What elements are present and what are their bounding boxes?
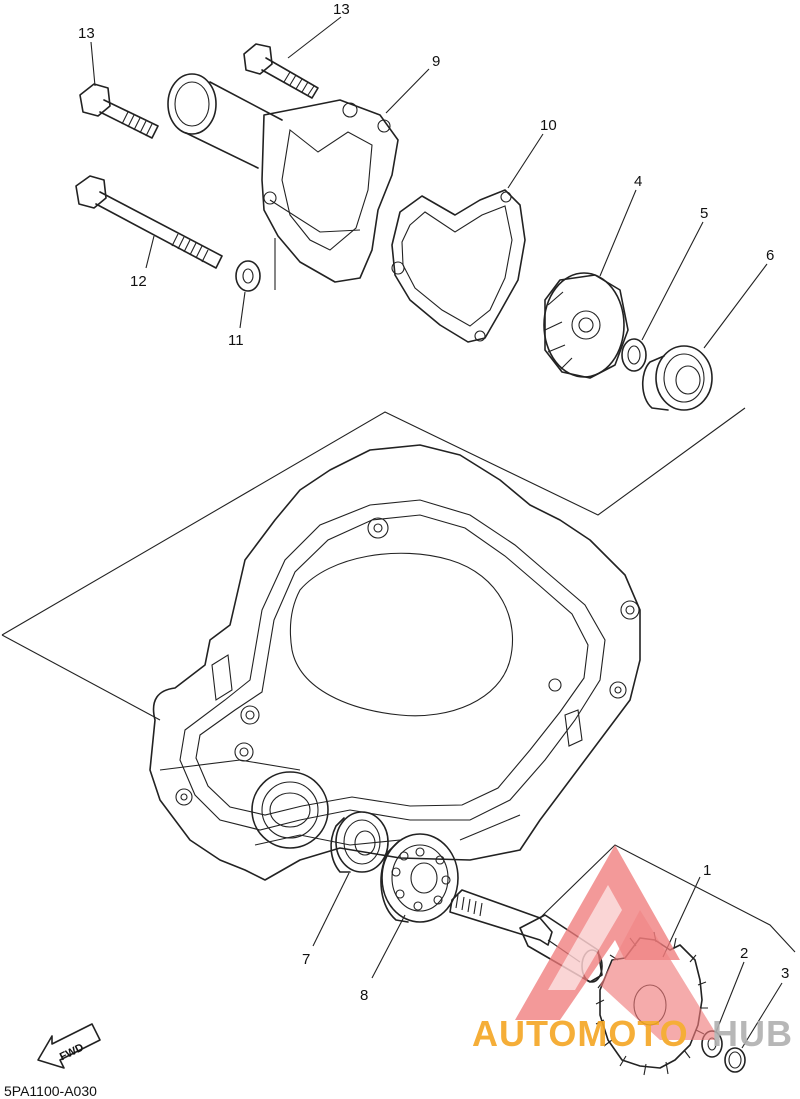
watermark: AUTOMOTO HUB — [472, 845, 793, 1054]
callout-13-left: 13 — [78, 25, 95, 42]
washer-11 — [235, 260, 261, 292]
bolt-12 — [75, 175, 223, 269]
callout-13-upper: 13 — [333, 1, 350, 18]
crankcase — [1, 407, 746, 881]
callout-5: 5 — [700, 205, 708, 222]
fwd-arrow-icon: FWD — [37, 1023, 101, 1069]
callout-6: 6 — [766, 247, 774, 264]
pump-cover-9 — [167, 73, 399, 290]
callout-8: 8 — [360, 987, 368, 1004]
callout-4: 4 — [634, 173, 642, 190]
callout-2: 2 — [740, 945, 748, 962]
callouts: 1 2 3 4 5 6 7 8 9 10 11 12 13 13 — [78, 1, 789, 1004]
callout-12: 12 — [130, 273, 147, 290]
watermark-logo-icon — [515, 845, 720, 1040]
bolt-13-upper — [243, 43, 319, 99]
oil-seal-7 — [330, 811, 389, 873]
leader-lines — [90, 16, 783, 1049]
gasket-10 — [391, 189, 526, 343]
callout-1: 1 — [703, 862, 711, 879]
diagram-code: 5PA1100-A030 — [4, 1083, 97, 1099]
watermark-text-hub: HUB — [712, 1013, 793, 1054]
callout-10: 10 — [540, 117, 557, 134]
circlip-3 — [724, 1047, 746, 1073]
fwd-label: FWD — [58, 1042, 86, 1064]
bolt-13-left — [79, 83, 159, 139]
washer-5 — [621, 338, 647, 372]
bearing-8 — [380, 833, 459, 923]
callout-9: 9 — [432, 53, 440, 70]
oil-seal-6 — [641, 345, 713, 411]
callout-3: 3 — [781, 965, 789, 982]
impeller-4 — [543, 272, 629, 379]
callout-7: 7 — [302, 951, 310, 968]
callout-11: 11 — [228, 332, 244, 349]
watermark-text-automoto: AUTOMOTO — [472, 1013, 689, 1054]
subassembly-bracket — [539, 844, 796, 953]
